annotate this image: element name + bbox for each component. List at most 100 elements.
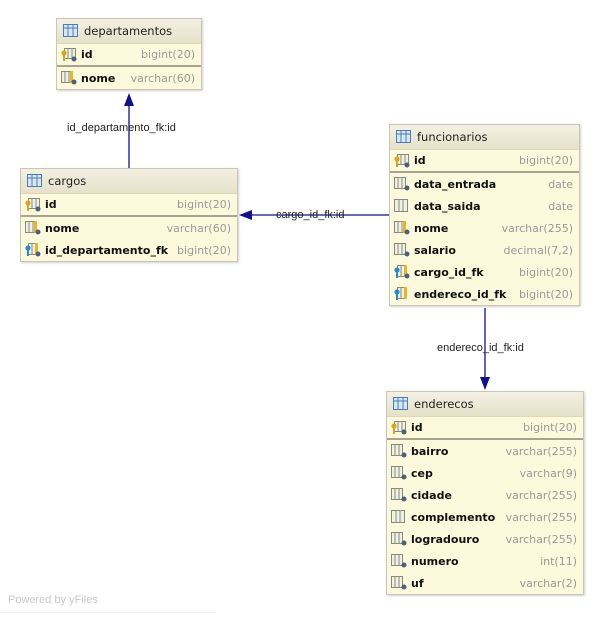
- column-row[interactable]: cargo_id_fk bigint(20): [390, 261, 579, 283]
- column-name: complemento: [411, 510, 496, 524]
- column-row[interactable]: logradouro varchar(255): [387, 528, 583, 550]
- column-type: varchar(255): [505, 510, 577, 524]
- table-name: enderecos: [414, 397, 474, 411]
- column-type: bigint(20): [519, 154, 573, 167]
- column-name: nome: [45, 221, 80, 235]
- not-null-column-icon: [391, 532, 407, 546]
- footer-divider: [0, 612, 215, 613]
- column-row[interactable]: cep varchar(9): [387, 462, 583, 484]
- column-type: varchar(255): [505, 444, 577, 458]
- primary-key-column-icon: [25, 197, 41, 212]
- column-row[interactable]: endereco_id_fk bigint(20): [390, 283, 579, 305]
- column-name: cargo_id_fk: [414, 265, 484, 279]
- column-name: bairro: [411, 444, 449, 458]
- column-type: varchar(255): [505, 488, 577, 502]
- column-name: cidade: [411, 488, 452, 502]
- column-type: int(11): [540, 554, 577, 568]
- edge-label-departamento: id_departamento_fk:id: [67, 122, 176, 134]
- column-row[interactable]: salario decimal(7,2): [390, 239, 579, 261]
- column-row[interactable]: nome varchar(255): [390, 217, 579, 239]
- column-name: nome: [81, 71, 116, 85]
- column-row-pk[interactable]: id bigint(20): [387, 417, 583, 440]
- foreign-key-column-icon: [394, 265, 410, 279]
- table-header[interactable]: cargos: [21, 169, 237, 194]
- column-row[interactable]: bairro varchar(255): [387, 440, 583, 462]
- column-type: bigint(20): [523, 421, 577, 434]
- table-icon: [393, 397, 409, 411]
- column-row[interactable]: numero int(11): [387, 550, 583, 572]
- column-row[interactable]: uf varchar(2): [387, 572, 583, 594]
- column-icon: [394, 199, 410, 213]
- indexed-column-icon: [61, 71, 77, 85]
- column-row[interactable]: id_departamento_fk bigint(20): [21, 239, 237, 261]
- edge-label-cargo: cargo_id_fk:id: [276, 209, 345, 221]
- column-icon: [391, 510, 407, 524]
- table-name: cargos: [48, 174, 87, 188]
- column-name: salario: [414, 243, 456, 257]
- column-type: varchar(60): [130, 71, 195, 85]
- column-row[interactable]: data_saida date: [390, 195, 579, 217]
- column-row[interactable]: nome varchar(60): [57, 67, 201, 89]
- table-name: departamentos: [84, 24, 173, 38]
- not-null-column-icon: [394, 243, 410, 257]
- not-null-column-icon: [391, 488, 407, 502]
- column-type: bigint(20): [519, 265, 573, 279]
- table-icon: [63, 24, 79, 38]
- table-name: funcionarios: [417, 130, 488, 144]
- column-type: date: [548, 199, 573, 213]
- column-type: varchar(9): [519, 466, 577, 480]
- not-null-column-icon: [391, 466, 407, 480]
- column-row-pk[interactable]: id bigint(20): [390, 150, 579, 173]
- column-name: endereco_id_fk: [414, 287, 507, 301]
- primary-key-column-icon: [394, 153, 410, 168]
- table-header[interactable]: departamentos: [57, 19, 201, 44]
- not-null-column-icon: [391, 444, 407, 458]
- edge-label-endereco: endereco_id_fk:id: [437, 342, 524, 354]
- foreign-key-column-icon: [394, 287, 410, 301]
- column-name: id: [411, 421, 423, 434]
- column-name: id: [414, 154, 426, 167]
- primary-key-column-icon: [61, 47, 77, 62]
- not-null-column-icon: [391, 576, 407, 590]
- column-type: varchar(255): [501, 221, 573, 235]
- column-name: logradouro: [411, 532, 480, 546]
- column-type: varchar(255): [505, 532, 577, 546]
- table-icon: [27, 174, 43, 188]
- table-icon: [396, 130, 412, 144]
- table-header[interactable]: enderecos: [387, 392, 583, 417]
- column-type: bigint(20): [519, 287, 573, 301]
- table-departamentos[interactable]: departamentos id bigint(20) nome varchar…: [56, 18, 202, 90]
- column-name: data_saida: [414, 199, 481, 213]
- table-cargos[interactable]: cargos id bigint(20) nome varchar(60) id…: [20, 168, 238, 262]
- column-name: numero: [411, 554, 459, 568]
- column-name: data_entrada: [414, 177, 497, 191]
- column-row[interactable]: complemento varchar(255): [387, 506, 583, 528]
- column-name: id: [81, 48, 93, 61]
- column-row[interactable]: data_entrada date: [390, 173, 579, 195]
- column-name: id_departamento_fk: [45, 243, 169, 257]
- column-row[interactable]: nome varchar(60): [21, 217, 237, 239]
- column-row[interactable]: cidade varchar(255): [387, 484, 583, 506]
- column-name: cep: [411, 466, 433, 480]
- column-row-pk[interactable]: id bigint(20): [21, 194, 237, 217]
- column-type: bigint(20): [141, 48, 195, 61]
- column-name: id: [45, 198, 57, 211]
- table-header[interactable]: funcionarios: [390, 125, 579, 150]
- column-name: nome: [414, 221, 449, 235]
- not-null-column-icon: [394, 177, 410, 191]
- column-type: bigint(20): [177, 198, 231, 211]
- powered-by-label: Powered by yFiles: [8, 594, 98, 606]
- primary-key-column-icon: [391, 420, 407, 435]
- column-type: date: [548, 177, 573, 191]
- column-type: varchar(60): [166, 221, 231, 235]
- foreign-key-column-icon: [25, 243, 41, 257]
- indexed-column-icon: [394, 221, 410, 235]
- not-null-column-icon: [391, 554, 407, 568]
- table-enderecos[interactable]: enderecos id bigint(20) bairro varchar(2…: [386, 391, 584, 595]
- column-type: varchar(2): [519, 576, 577, 590]
- column-row-pk[interactable]: id bigint(20): [57, 44, 201, 67]
- column-type: decimal(7,2): [503, 243, 573, 257]
- column-type: bigint(20): [177, 243, 231, 257]
- table-funcionarios[interactable]: funcionarios id bigint(20) data_entrada …: [389, 124, 580, 306]
